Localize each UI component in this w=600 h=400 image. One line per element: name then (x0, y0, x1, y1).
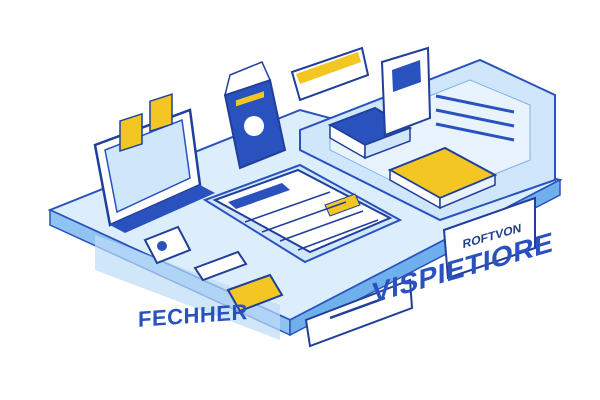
bottom-tags (304, 196, 536, 348)
document-icon (202, 163, 403, 264)
photo-icon (143, 225, 192, 265)
label-tag-icon (193, 250, 284, 313)
banner-icon (290, 46, 370, 102)
list-icon (380, 46, 515, 142)
monitor-icon (93, 93, 215, 233)
envelope-icon (387, 146, 498, 210)
book-icon (223, 61, 287, 170)
